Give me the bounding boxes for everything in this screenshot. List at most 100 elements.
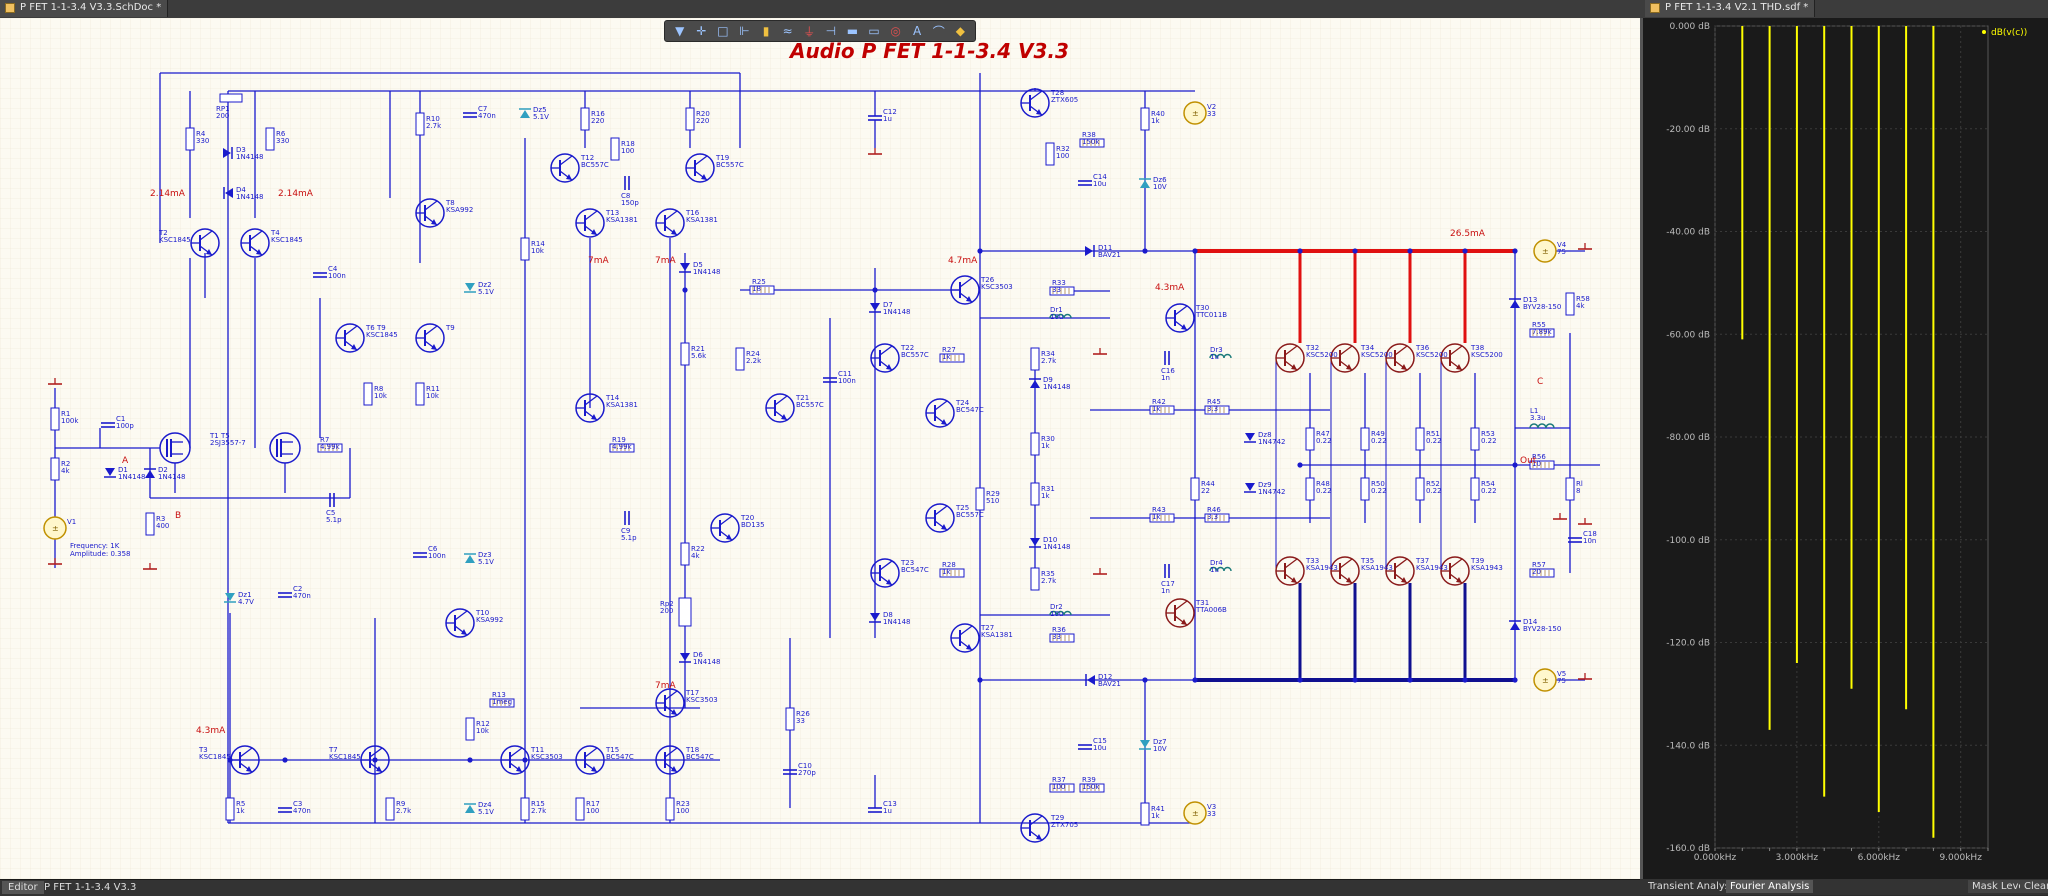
resistor-rl[interactable] xyxy=(1565,477,1575,501)
circle-icon[interactable]: ◎ xyxy=(890,24,901,38)
source-v4[interactable] xyxy=(1533,239,1557,263)
resistor-r7[interactable] xyxy=(317,443,343,453)
fourier-plot-panel[interactable]: 0.000 dB-20.00 dB-40.00 dB-60.00 dB-80.0… xyxy=(1640,18,2048,879)
source-v1[interactable] xyxy=(43,516,67,540)
source-v5[interactable] xyxy=(1533,668,1557,692)
mask-level-button[interactable]: Mask Level xyxy=(1968,880,2032,893)
diode-d5[interactable] xyxy=(680,263,690,271)
port-icon[interactable]: ⊣ xyxy=(825,24,837,38)
resistor-r8[interactable] xyxy=(363,382,373,406)
resistor-r39[interactable] xyxy=(1079,783,1105,793)
select-rect-icon[interactable]: □ xyxy=(717,24,729,38)
inductor-dr2[interactable] xyxy=(1063,610,1072,616)
resistor-r23[interactable] xyxy=(665,797,675,821)
resistor-r28[interactable] xyxy=(939,568,965,578)
resistor-r1[interactable] xyxy=(50,407,60,431)
label-icon[interactable]: ▭ xyxy=(868,24,880,38)
resistor-r42[interactable] xyxy=(1149,405,1175,415)
mosfet-t1[interactable] xyxy=(159,432,191,464)
trimmer-rp2[interactable] xyxy=(678,597,692,627)
diode-d6[interactable] xyxy=(680,653,690,661)
bus-icon[interactable]: ▬ xyxy=(846,24,859,38)
diode-d10[interactable] xyxy=(1030,538,1040,546)
resistor-r5[interactable] xyxy=(225,797,235,821)
diode-d8[interactable] xyxy=(870,613,880,621)
diode-d3[interactable] xyxy=(223,148,231,158)
resistor-r53[interactable] xyxy=(1470,427,1480,451)
part-icon[interactable]: ▮ xyxy=(762,24,770,38)
diode-dz6[interactable] xyxy=(1140,180,1150,188)
resistor-r4[interactable] xyxy=(185,127,195,151)
source-v3[interactable] xyxy=(1183,801,1207,825)
resistor-r13[interactable] xyxy=(489,698,515,708)
resistor-r10[interactable] xyxy=(415,112,425,136)
resistor-r15[interactable] xyxy=(520,797,530,821)
source-v2[interactable] xyxy=(1183,101,1207,125)
resistor-r40[interactable] xyxy=(1140,107,1150,131)
diode-d11[interactable] xyxy=(1085,246,1093,256)
diode-dz7[interactable] xyxy=(1140,740,1150,748)
resistor-r26[interactable] xyxy=(785,707,795,731)
text-icon[interactable]: A xyxy=(913,24,922,38)
resistor-r30[interactable] xyxy=(1030,432,1040,456)
resistor-r14[interactable] xyxy=(520,237,530,261)
resistor-r31[interactable] xyxy=(1030,482,1040,506)
editor-tab[interactable]: Editor xyxy=(2,881,44,894)
resistor-r57[interactable] xyxy=(1529,568,1555,578)
diamond-icon[interactable]: ◆ xyxy=(955,24,965,38)
diode-dz5[interactable] xyxy=(520,110,530,118)
diode-d2[interactable] xyxy=(145,470,155,478)
resistor-r20[interactable] xyxy=(685,107,695,131)
resistor-r27[interactable] xyxy=(939,353,965,363)
resistor-r33[interactable] xyxy=(1049,286,1075,296)
resistor-r54[interactable] xyxy=(1470,477,1480,501)
resistor-r29[interactable] xyxy=(975,487,985,511)
resistor-r52[interactable] xyxy=(1415,477,1425,501)
resistor-r46[interactable] xyxy=(1204,513,1230,523)
resistor-r49[interactable] xyxy=(1360,427,1370,451)
resistor-r6[interactable] xyxy=(265,127,275,151)
resistor-r55[interactable] xyxy=(1529,328,1555,338)
arc-icon[interactable]: ⌒ xyxy=(932,24,945,39)
resistor-r32[interactable] xyxy=(1045,142,1055,166)
resistor-r47[interactable] xyxy=(1305,427,1315,451)
resistor-r17[interactable] xyxy=(575,797,585,821)
resistor-r43[interactable] xyxy=(1149,513,1175,523)
diode-dz3[interactable] xyxy=(465,555,475,563)
tab-schematic[interactable]: P FET 1-1-3.4 V3.3.SchDoc * xyxy=(0,0,169,17)
resistor-r51[interactable] xyxy=(1415,427,1425,451)
diode-dz9[interactable] xyxy=(1245,483,1255,491)
resistor-r56[interactable] xyxy=(1529,460,1555,470)
trimmer-rp1[interactable] xyxy=(219,93,243,103)
tab-simulation[interactable]: P FET 1-1-3.4 V2.1 THD.sdf * xyxy=(1645,0,1816,17)
crosshair-icon[interactable]: ✛ xyxy=(696,24,707,38)
resistor-r58[interactable] xyxy=(1565,292,1575,316)
align-icon[interactable]: ⊩ xyxy=(739,24,750,38)
diode-dz8[interactable] xyxy=(1245,433,1255,441)
resistor-r50[interactable] xyxy=(1360,477,1370,501)
inductor-dr4[interactable] xyxy=(1223,566,1232,572)
tab-transient-analysis[interactable]: Transient Analysis xyxy=(1648,881,1738,892)
resistor-r18[interactable] xyxy=(610,137,620,161)
resistor-r21[interactable] xyxy=(680,342,690,366)
fourier-chart[interactable]: 0.000 dB-20.00 dB-40.00 dB-60.00 dB-80.0… xyxy=(1643,18,2048,879)
resistor-r2[interactable] xyxy=(50,457,60,481)
diode-d1[interactable] xyxy=(105,468,115,476)
resistor-r38[interactable] xyxy=(1079,138,1105,148)
ground-icon[interactable]: ⏚ xyxy=(803,24,816,39)
wire-icon[interactable]: ≈ xyxy=(782,24,793,38)
filter-icon[interactable]: ▼ xyxy=(675,24,685,38)
resistor-r34[interactable] xyxy=(1030,347,1040,371)
resistor-r9[interactable] xyxy=(385,797,395,821)
diode-d14[interactable] xyxy=(1510,622,1520,630)
resistor-r36[interactable] xyxy=(1049,633,1075,643)
resistor-r25[interactable] xyxy=(749,285,775,295)
inductor-l1[interactable] xyxy=(1529,423,1555,429)
diode-d9[interactable] xyxy=(1030,380,1040,388)
resistor-r12[interactable] xyxy=(465,717,475,741)
resistor-r22[interactable] xyxy=(680,542,690,566)
diode-d4[interactable] xyxy=(225,188,233,198)
resistor-r35[interactable] xyxy=(1030,567,1040,591)
resistor-r44[interactable] xyxy=(1190,477,1200,501)
